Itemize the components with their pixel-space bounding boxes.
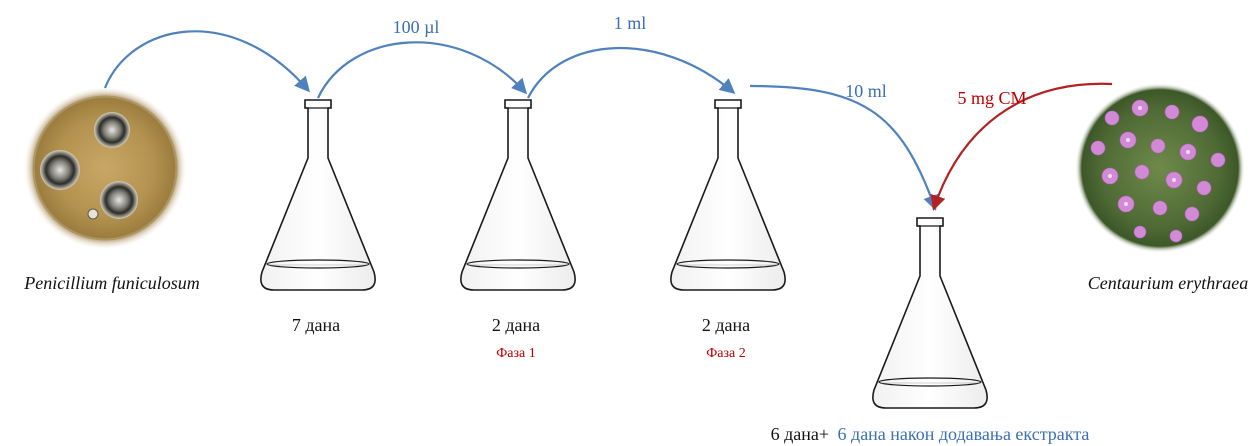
penicillium-label: Penicillium funiculosum: [23, 273, 199, 293]
flask-1-days: 7 дана: [292, 315, 340, 335]
phase-2-label: Фаза 2: [706, 346, 746, 361]
arrow-extract-to-flask-4: [930, 82, 1113, 211]
flask-3-days: 2 дана: [702, 315, 750, 335]
extract-label-5mg-cm: 5 mg CM: [957, 88, 1026, 108]
transfer-label-10ml: 10 ml: [845, 81, 887, 101]
petri-dish-image: [23, 86, 187, 250]
arrow-petri-to-flask-1: [103, 30, 311, 93]
flask-1: [260, 99, 376, 291]
transfer-label-100ul: 100 µl: [393, 17, 440, 37]
arrow-flask-3-to-flask-4: [749, 84, 939, 211]
flask-2-days: 2 дана: [492, 315, 540, 335]
arrow-flask-2-to-flask-3: [527, 46, 736, 99]
centaurium-plant-image: [1075, 83, 1245, 253]
centaurium-label: Centaurium erythraea: [1088, 273, 1248, 293]
transfer-label-1ml: 1 ml: [614, 13, 647, 33]
flask-4-after-extract: 6 дана након додавања екстракта: [838, 424, 1090, 444]
flask-2: [460, 99, 576, 291]
arrow-flask-1-to-flask-2: [317, 41, 528, 99]
flask-4: [872, 217, 988, 409]
flask-3: [670, 99, 786, 291]
flask-4-caption: 6 дана+ 6 дана након додавања екстракта: [771, 424, 1090, 444]
flask-4-days: 6 дана+: [771, 424, 829, 444]
phase-1-label: Фаза 1: [496, 346, 536, 361]
